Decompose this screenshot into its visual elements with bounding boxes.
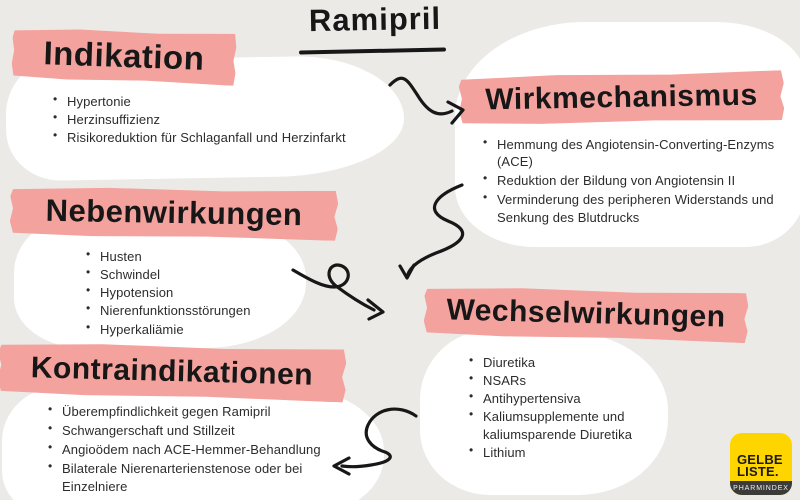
list-item: Kaliumsupplemente und kaliumsparende Diu… [468,407,650,442]
list-item: Überempfindlichkeit gegen Ramipril [47,402,352,420]
wirkmechanismus-heading: Wirkmechanismus [485,78,758,117]
wirkmechanismus-heading-tape: Wirkmechanismus [459,70,785,126]
indikation-heading: Indikation [42,34,206,77]
list-item: Verminderung des peripheren Widerstands … [482,190,784,225]
list-item: Bilaterale Nierenarterienstenose oder be… [47,459,352,494]
gelbe-liste-logo: GELBE LISTE. PHARMINDEX [730,433,792,495]
nebenwirkungen-heading: Nebenwirkungen [45,192,303,233]
arrow-wirkmechanismus-down-icon [398,183,465,280]
logo-brand-text: GELBE LISTE. [730,452,792,481]
list-item: Antihypertensiva [468,389,650,407]
list-item: Lithium [468,443,650,461]
list-item: Husten [85,247,300,265]
list-item: Hemmung des Angiotensin-Converting-Enzym… [482,135,784,170]
list-item: Schwangerschaft und Stillzeit [47,421,352,439]
logo-brand-line2: LISTE. [737,464,779,479]
wechselwirkungen-heading-tape: Wechselwirkungen [423,285,748,343]
arrow-nebenwirkungen-loop-icon [291,263,385,321]
kontraindikationen-list: Überempfindlichkeit gegen RamiprilSchwan… [47,402,352,497]
list-item: Nierenfunktionsstörungen [85,301,300,319]
list-item: Herzinsuffizienz [52,110,382,128]
wechselwirkungen-list: DiuretikaNSARsAntihypertensivaKaliumsupp… [468,353,650,462]
logo-tagline: PHARMINDEX [730,481,792,495]
wechselwirkungen-heading: Wechselwirkungen [446,293,726,334]
title-underline [298,47,447,55]
list-item: Hypotension [85,283,300,301]
list-item: NSARs [468,371,650,389]
nebenwirkungen-list: HustenSchwindelHypotensionNierenfunktion… [85,247,300,339]
indikation-heading-tape: Indikation [11,26,237,86]
list-item: Diuretika [468,353,650,371]
list-item: Angioödem nach ACE-Hemmer-Behandlung [47,440,352,458]
logo-brand-line1: GELBE [737,452,783,467]
kontraindikationen-heading: Kontraindikationen [30,350,314,392]
list-item: Hypertonie [52,92,382,110]
page-title: Ramipril [308,0,442,39]
kontraindikationen-heading-tape: Kontraindikationen [0,340,347,402]
list-item: Schwindel [85,265,300,283]
list-item: Hyperkaliämie [85,320,300,338]
wirkmechanismus-list: Hemmung des Angiotensin-Converting-Enzym… [482,135,784,228]
nebenwirkungen-heading-tape: Nebenwirkungen [10,185,339,241]
list-item: Reduktion der Bildung von Angiotensin II [482,171,784,189]
indikation-list: HypertonieHerzinsuffizienzRisikoreduktio… [52,92,382,147]
list-item: Risikoreduktion für Schlaganfall und Her… [52,128,382,146]
